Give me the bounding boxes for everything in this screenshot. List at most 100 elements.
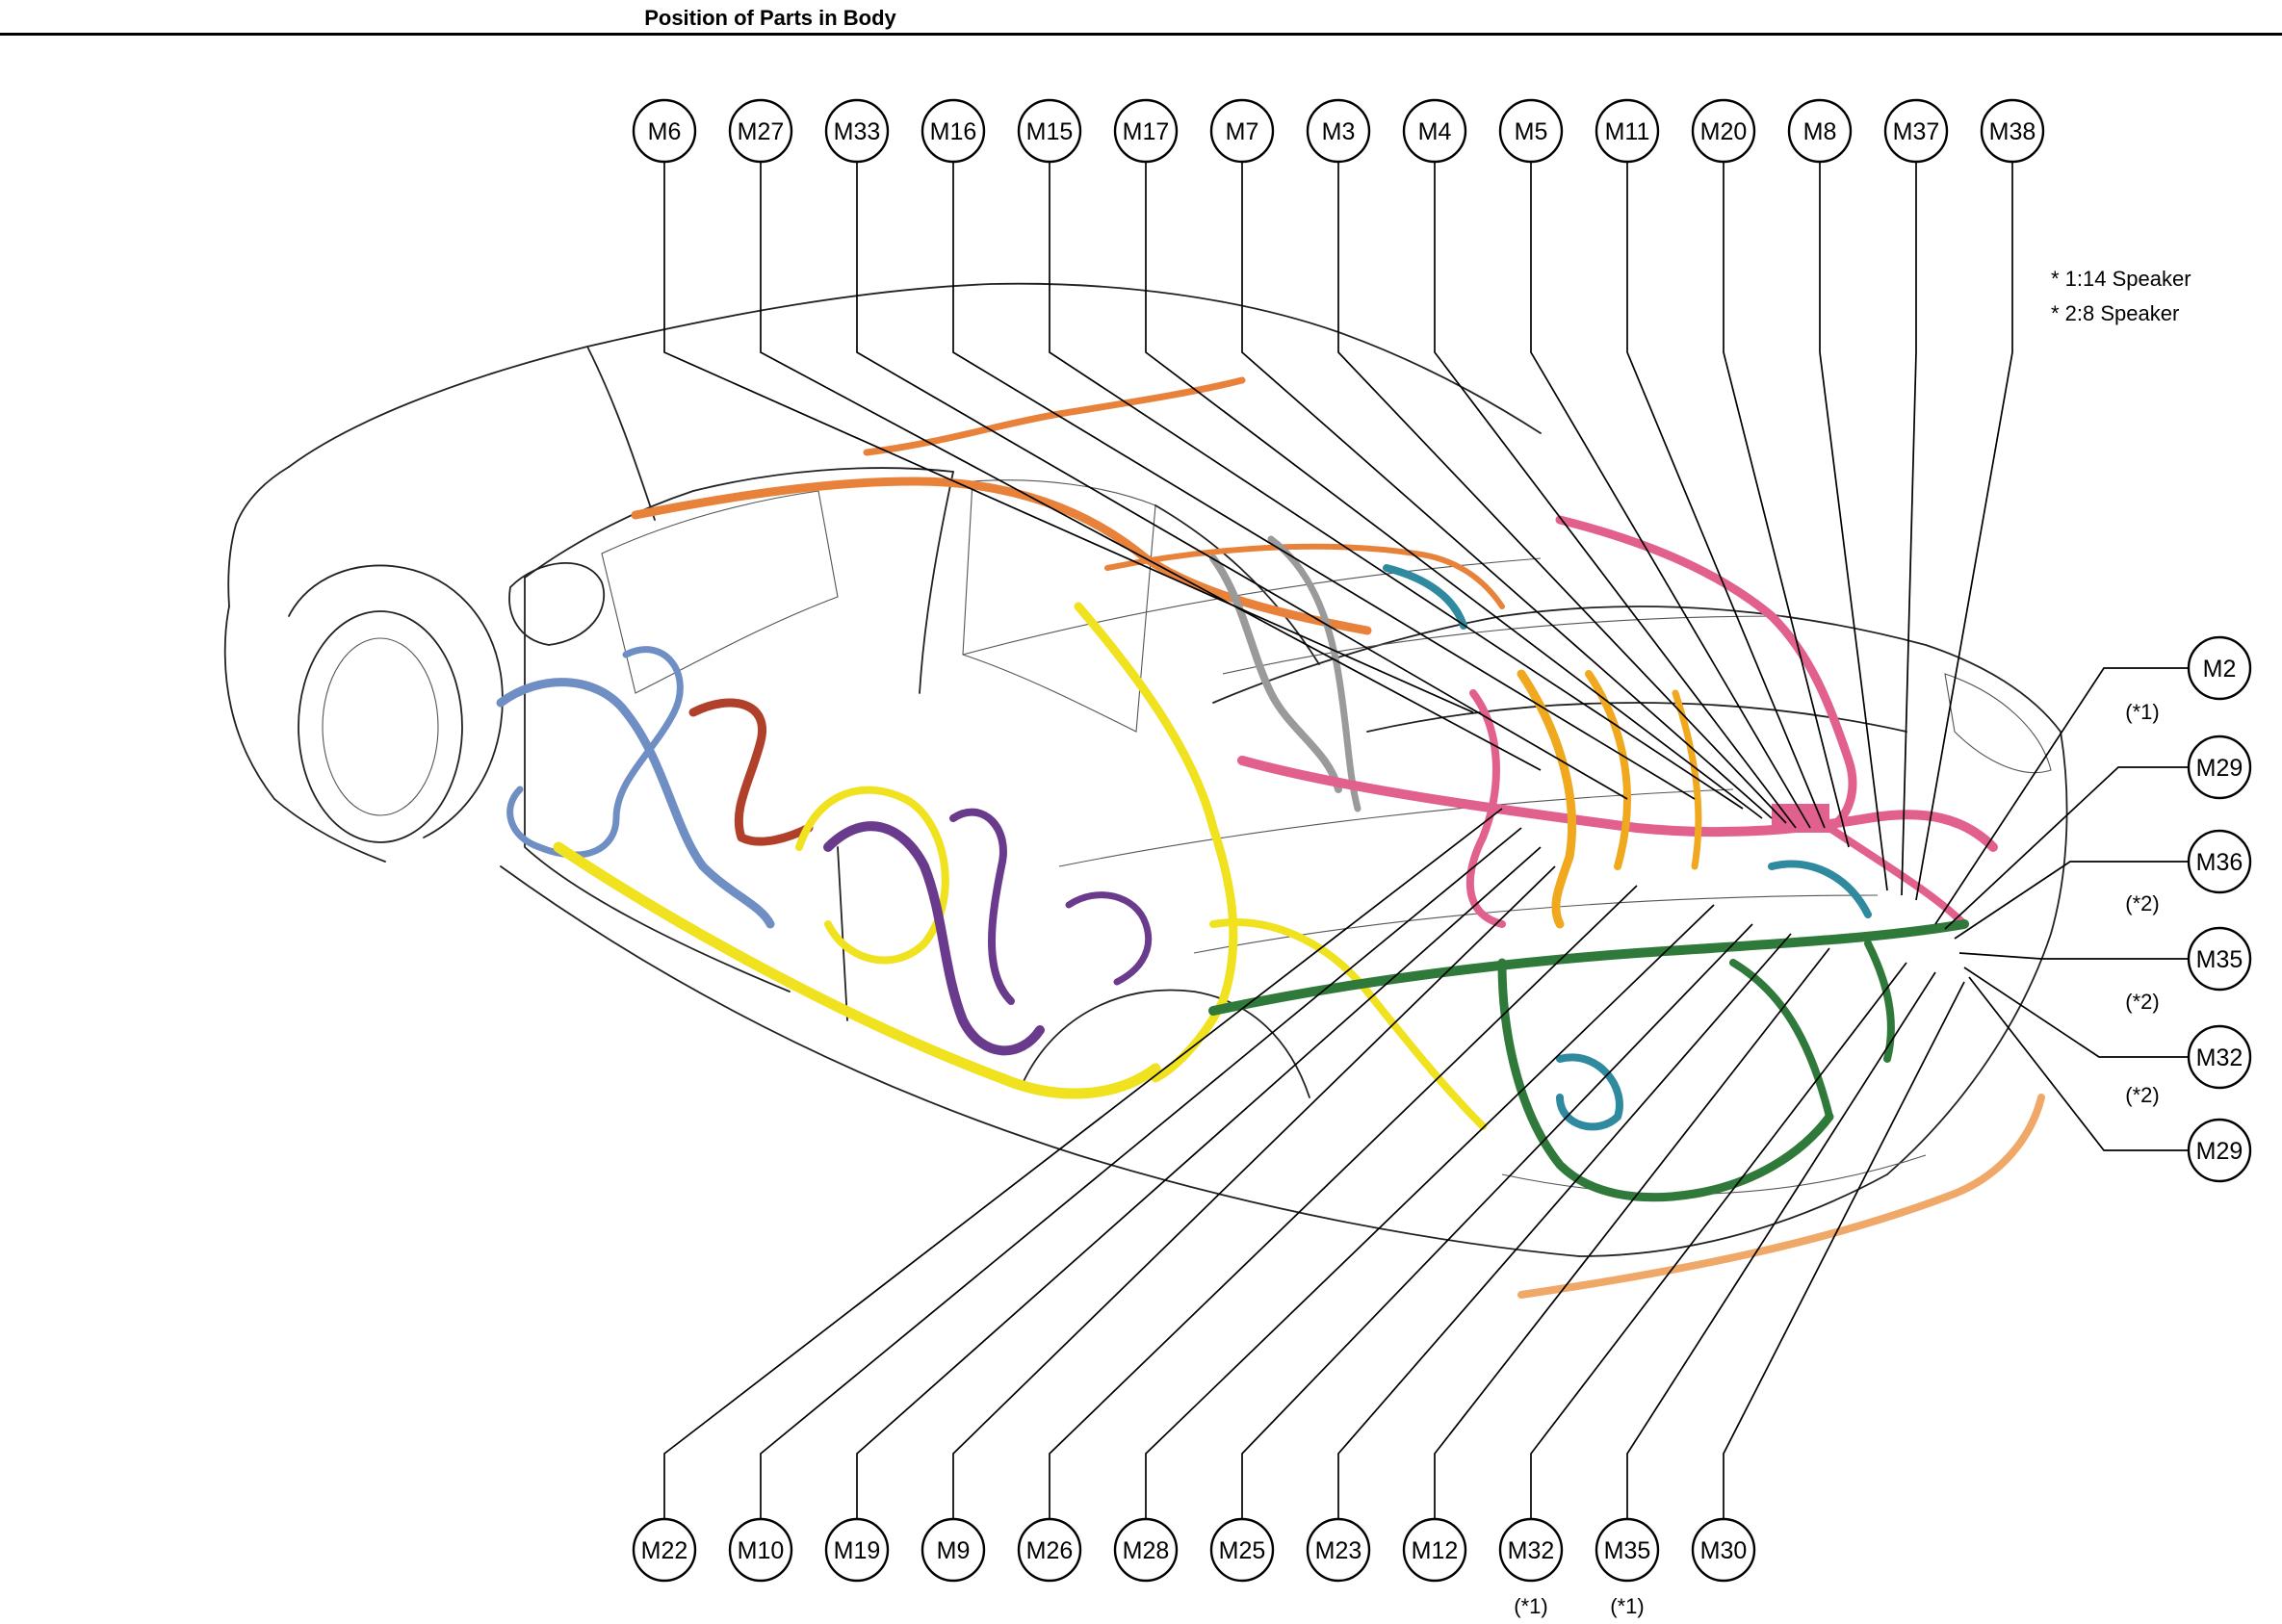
callout-circle xyxy=(1209,98,1275,164)
callout-bottom-11: M30 xyxy=(1691,1517,1756,1583)
floor-left-harness xyxy=(553,841,1161,1099)
callout-label: M27 xyxy=(738,118,785,145)
callout-right-1: M29 xyxy=(2187,735,2252,800)
callout-bottom-4: M26 xyxy=(1017,1517,1082,1583)
callout-circle xyxy=(632,98,697,164)
callout-right-0: M2 xyxy=(2187,635,2252,701)
callout-bottom-6: M25 xyxy=(1209,1517,1275,1583)
leader-top-12 xyxy=(1819,162,1888,891)
luggage-harness xyxy=(1208,919,1969,1016)
leader-right-3 xyxy=(1958,952,2189,960)
callout-top-9: M5 xyxy=(1498,98,1564,164)
callout-label: M19 xyxy=(834,1537,881,1564)
callout-top-13: M37 xyxy=(1883,98,1949,164)
bumper-harness xyxy=(1517,1094,2045,1299)
leader-top-3 xyxy=(952,162,1696,800)
body-rear-harness-c xyxy=(1465,689,1506,928)
callout-bottom-10: M35 xyxy=(1595,1517,1660,1583)
floor-center-harness xyxy=(1074,602,1238,1083)
callout-label: M4 xyxy=(1418,118,1452,145)
callout-footnote-tag: (*2) xyxy=(2125,990,2159,1014)
teal-harness-b xyxy=(1768,860,1872,918)
leader-top-11 xyxy=(1723,162,1850,848)
speaker-note-2: * 2:8 Speaker xyxy=(2051,301,2179,325)
teal-harness-c xyxy=(1556,1053,1623,1131)
leader-top-8 xyxy=(1434,162,1797,829)
floor-center-harness-c xyxy=(1209,918,1487,1130)
callout-circle xyxy=(1883,98,1949,164)
center-gray-harness xyxy=(1209,554,1342,793)
callout-circle xyxy=(1402,1517,1467,1583)
callout-circle xyxy=(921,1517,986,1583)
callout-circle xyxy=(1306,98,1371,164)
callout-bottom-9: M32 xyxy=(1498,1517,1564,1583)
callout-label: M25 xyxy=(1219,1537,1266,1564)
leader-right-2 xyxy=(1954,861,2189,940)
callout-footnote-tag: (*1) xyxy=(2125,700,2159,724)
leader-bottom-0 xyxy=(663,808,1503,1519)
rear-door-harness xyxy=(823,821,1045,1056)
callout-label: M15 xyxy=(1026,118,1074,145)
leader-lines xyxy=(663,162,2189,1519)
callout-circle xyxy=(1017,1517,1082,1583)
callout-top-11: M20 xyxy=(1691,98,1756,164)
callout-top-6: M7 xyxy=(1209,98,1275,164)
title-rule xyxy=(0,33,2282,36)
callout-label: M22 xyxy=(641,1537,688,1564)
leader-top-14 xyxy=(1915,162,2013,901)
callout-label: M2 xyxy=(2203,656,2237,683)
front-door-harness-b xyxy=(506,646,684,859)
callout-circle xyxy=(1691,98,1756,164)
leader-top-2 xyxy=(856,162,1628,800)
callout-label: M20 xyxy=(1700,118,1748,145)
callout-top-4: M15 xyxy=(1017,98,1082,164)
callout-circle xyxy=(2187,635,2252,701)
callout-circle xyxy=(1595,98,1660,164)
callout-label: M6 xyxy=(648,118,682,145)
callout-circle xyxy=(1595,1517,1660,1583)
callout-right-2: M36 xyxy=(2187,829,2252,894)
leader-right-0 xyxy=(1934,667,2189,925)
callout-label: M29 xyxy=(2196,755,2243,782)
luggage-harness-b xyxy=(1497,958,1834,1202)
body-rear-harness-d xyxy=(1826,824,1968,928)
callout-label: M35 xyxy=(2196,946,2243,973)
callout-top-10: M11 xyxy=(1595,98,1660,164)
callout-label: M37 xyxy=(1893,118,1940,145)
callout-label: M9 xyxy=(937,1537,971,1564)
callout-top-14: M38 xyxy=(1980,98,2045,164)
callout-top-5: M17 xyxy=(1113,98,1179,164)
callout-label: M16 xyxy=(930,118,977,145)
callout-circle xyxy=(632,1517,697,1583)
teal-harness xyxy=(1383,564,1467,630)
callout-bottom-7: M23 xyxy=(1306,1517,1371,1583)
leader-bottom-6 xyxy=(1241,923,1753,1519)
body-rear-harness xyxy=(1237,756,1998,852)
callout-right-4: M32 xyxy=(2187,1024,2252,1090)
callout-top-12: M8 xyxy=(1787,98,1853,164)
front-door-aux-harness xyxy=(688,698,814,846)
callout-circle xyxy=(1306,1517,1371,1583)
body-rear-harness-b xyxy=(1555,515,1857,833)
callout-label: M8 xyxy=(1803,118,1837,145)
callout-label: M29 xyxy=(2196,1138,2243,1165)
leader-top-13 xyxy=(1901,162,1917,896)
callout-label: M30 xyxy=(1700,1537,1748,1564)
callout-circle xyxy=(1113,1517,1179,1583)
leader-top-1 xyxy=(760,162,1542,771)
callout-circle xyxy=(2187,1024,2252,1090)
leader-right-5 xyxy=(1968,976,2189,1151)
callout-label: M33 xyxy=(834,118,881,145)
callout-label: M26 xyxy=(1026,1537,1074,1564)
luggage-harness-c xyxy=(1729,959,1833,1121)
callout-circle xyxy=(921,98,986,164)
callout-label: M23 xyxy=(1315,1537,1362,1564)
leader-bottom-8 xyxy=(1434,947,1830,1519)
callout-label: M38 xyxy=(1989,118,2036,145)
leader-top-10 xyxy=(1626,162,1826,829)
callout-circle xyxy=(824,1517,890,1583)
roof-harness-branch-2 xyxy=(1104,543,1505,609)
roof-harness xyxy=(631,477,1372,635)
